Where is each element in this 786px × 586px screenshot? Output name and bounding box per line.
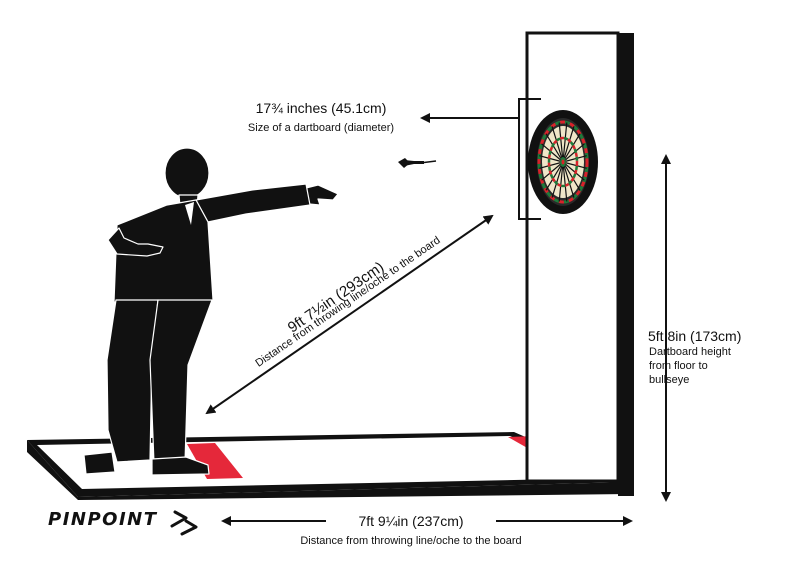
dartboard-wire <box>562 161 587 169</box>
dartboard-wire <box>539 161 564 169</box>
dartboard-wire <box>562 161 581 191</box>
board-height-caption-line-3: bullseye <box>649 374 690 386</box>
board-height-caption-line-2: from floor to <box>649 360 708 372</box>
dartboard-wire <box>562 161 575 198</box>
throw-distance-arrow <box>205 214 494 415</box>
board-size-caption: Size of a dartboard (diameter) <box>247 122 395 134</box>
dartboard-wire <box>558 161 564 202</box>
board-size-bracket <box>518 98 541 220</box>
dart-icon <box>398 158 437 168</box>
board-height-caption-line-1: Dartboard height <box>649 346 731 358</box>
dartboard-wire <box>562 133 581 163</box>
dartboard-wire <box>558 122 564 163</box>
dartboard-wire <box>562 143 585 163</box>
dartboard-wire <box>551 161 564 198</box>
dartboard-wire <box>562 122 568 163</box>
floor-distance-caption: Distance from throwing line/oche to the … <box>300 535 522 547</box>
board-size-value: 17¾ inches (45.1cm) <box>255 100 387 116</box>
board-height-value: 5ft 8in (173cm) <box>648 328 742 344</box>
wall <box>525 31 634 496</box>
player-silhouette <box>83 147 339 476</box>
dartboard-wire <box>545 133 564 163</box>
zigzag-arrows-icon <box>170 510 198 536</box>
dartboard-wire <box>539 155 564 163</box>
brand-logo-text: PINPOINT <box>48 509 158 530</box>
dartboard-wire <box>545 161 564 191</box>
dartboard-wire <box>541 143 564 163</box>
oche-line-left <box>187 443 243 479</box>
dartboard-wire <box>562 161 568 202</box>
dartboard <box>528 110 598 214</box>
dartboard-wire <box>562 126 575 163</box>
dartboard-wire <box>541 161 564 181</box>
dartboard-wire <box>551 126 564 163</box>
floor-distance-value: 7ft 9¼in (237cm) <box>326 513 496 529</box>
dartboard-wire <box>562 155 587 163</box>
dartboard-wire <box>562 161 585 181</box>
